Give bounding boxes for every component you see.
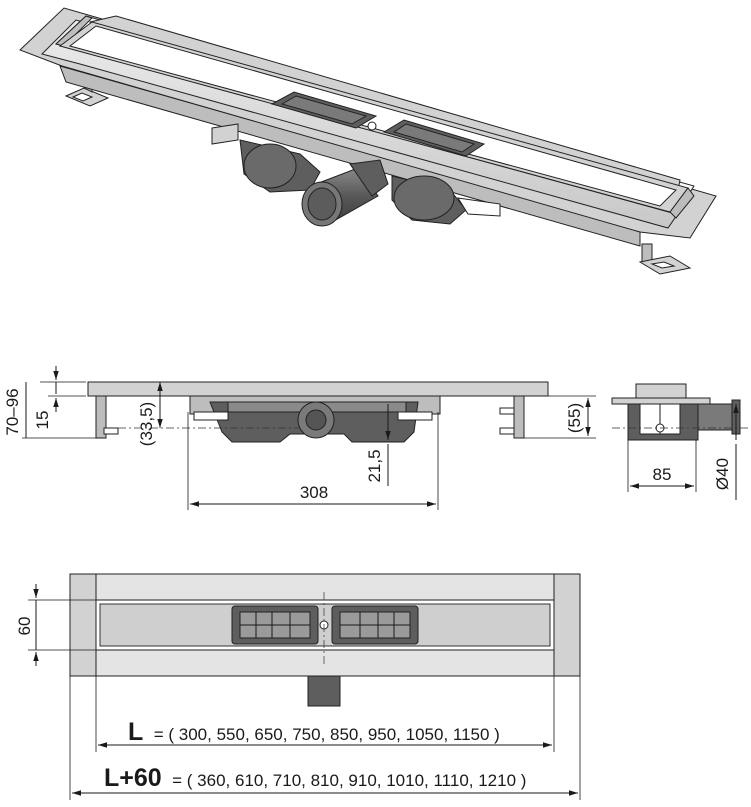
dim-60: 60 xyxy=(15,617,34,636)
length-l-symbol: L xyxy=(128,718,143,746)
dim-33-5: (33,5) xyxy=(137,402,156,446)
end-outlet xyxy=(697,403,739,431)
outlet-pipe xyxy=(301,159,389,227)
right-mounting-foot xyxy=(638,243,692,275)
dim-70-96: 70–96 xyxy=(3,388,22,435)
top-view: 60 L = ( 300, 550, 650, 750, 850, 950, 1… xyxy=(15,573,581,800)
dim-o40: Ø40 xyxy=(713,458,732,490)
svg-text:L = ( 300, 550, 650, 750: L = ( 300, 550, 650, 750, 850, 950, 1050… xyxy=(128,718,500,746)
isometric-view xyxy=(19,7,717,275)
length-l60-symbol: L+60 xyxy=(104,764,162,792)
end-flange xyxy=(635,383,687,399)
side-flange xyxy=(87,381,549,397)
length-l60-values: = ( 360, 610, 710, 810, 910, 1010, 1110,… xyxy=(172,771,526,790)
end-view: 85 Ø40 xyxy=(611,383,748,500)
top-outlet xyxy=(307,675,341,707)
dim-308: 308 xyxy=(300,483,328,502)
dim-55: (55) xyxy=(565,403,584,433)
top-siphon-left xyxy=(231,605,319,645)
dim-21-5: 21,5 xyxy=(365,449,384,482)
center-screw xyxy=(367,121,377,131)
top-siphon-right xyxy=(331,605,419,645)
length-l-values: = ( 300, 550, 650, 750, 850, 950, 1050, … xyxy=(154,725,500,744)
side-right-bracket xyxy=(513,395,525,439)
dim-85: 85 xyxy=(653,465,672,484)
svg-text:L+60 = ( 360, 610, 710,: L+60 = ( 360, 610, 710, 810, 910, 1010, … xyxy=(104,764,526,792)
side-view: 70–96 15 (33,5) 21,5 308 (55) xyxy=(3,366,596,510)
dim-15: 15 xyxy=(33,411,52,430)
